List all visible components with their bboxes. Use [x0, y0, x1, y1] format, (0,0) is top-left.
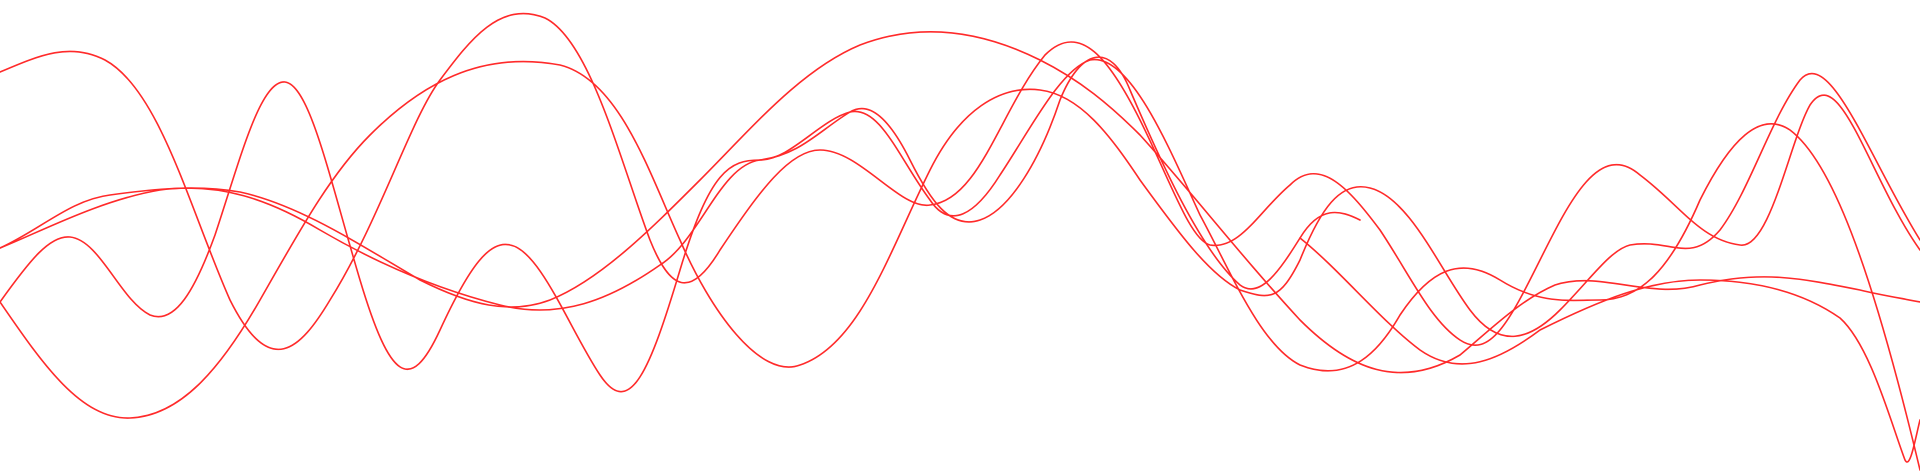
wave-line-3 — [0, 58, 1920, 471]
wave-line-4 — [0, 60, 1920, 419]
wave-line-6 — [1299, 237, 1920, 463]
wave-line-5 — [0, 56, 1361, 311]
wave-line-2 — [0, 31, 1920, 374]
wave-line-1 — [0, 12, 1920, 351]
